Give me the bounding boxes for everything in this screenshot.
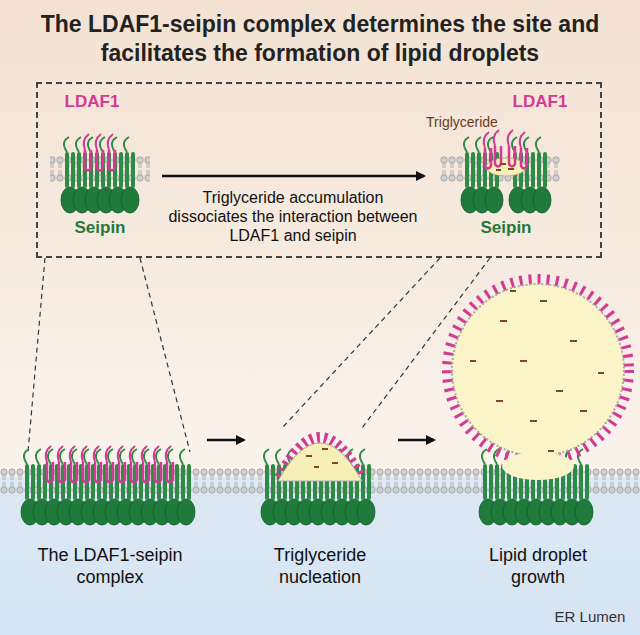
inset-caption: Triglyceride accumulation dissociates th… [162,188,424,245]
protein-label: LDAF1 [52,92,132,112]
region-label: ER Lumen [545,608,635,626]
stage-label: Lipid droplet growth [473,545,603,588]
protein-label: Seipin [60,218,140,238]
protein-label: LDAF1 [500,92,580,112]
stage-label: The LDAF1-seipin complex [25,545,195,588]
protein-label: Seipin [466,218,546,238]
lipid-label: Triglyceride [417,114,507,131]
stage-label: Triglyceride nucleation [260,545,380,588]
title: The LDAF1-seipin complex determines the … [20,10,620,68]
